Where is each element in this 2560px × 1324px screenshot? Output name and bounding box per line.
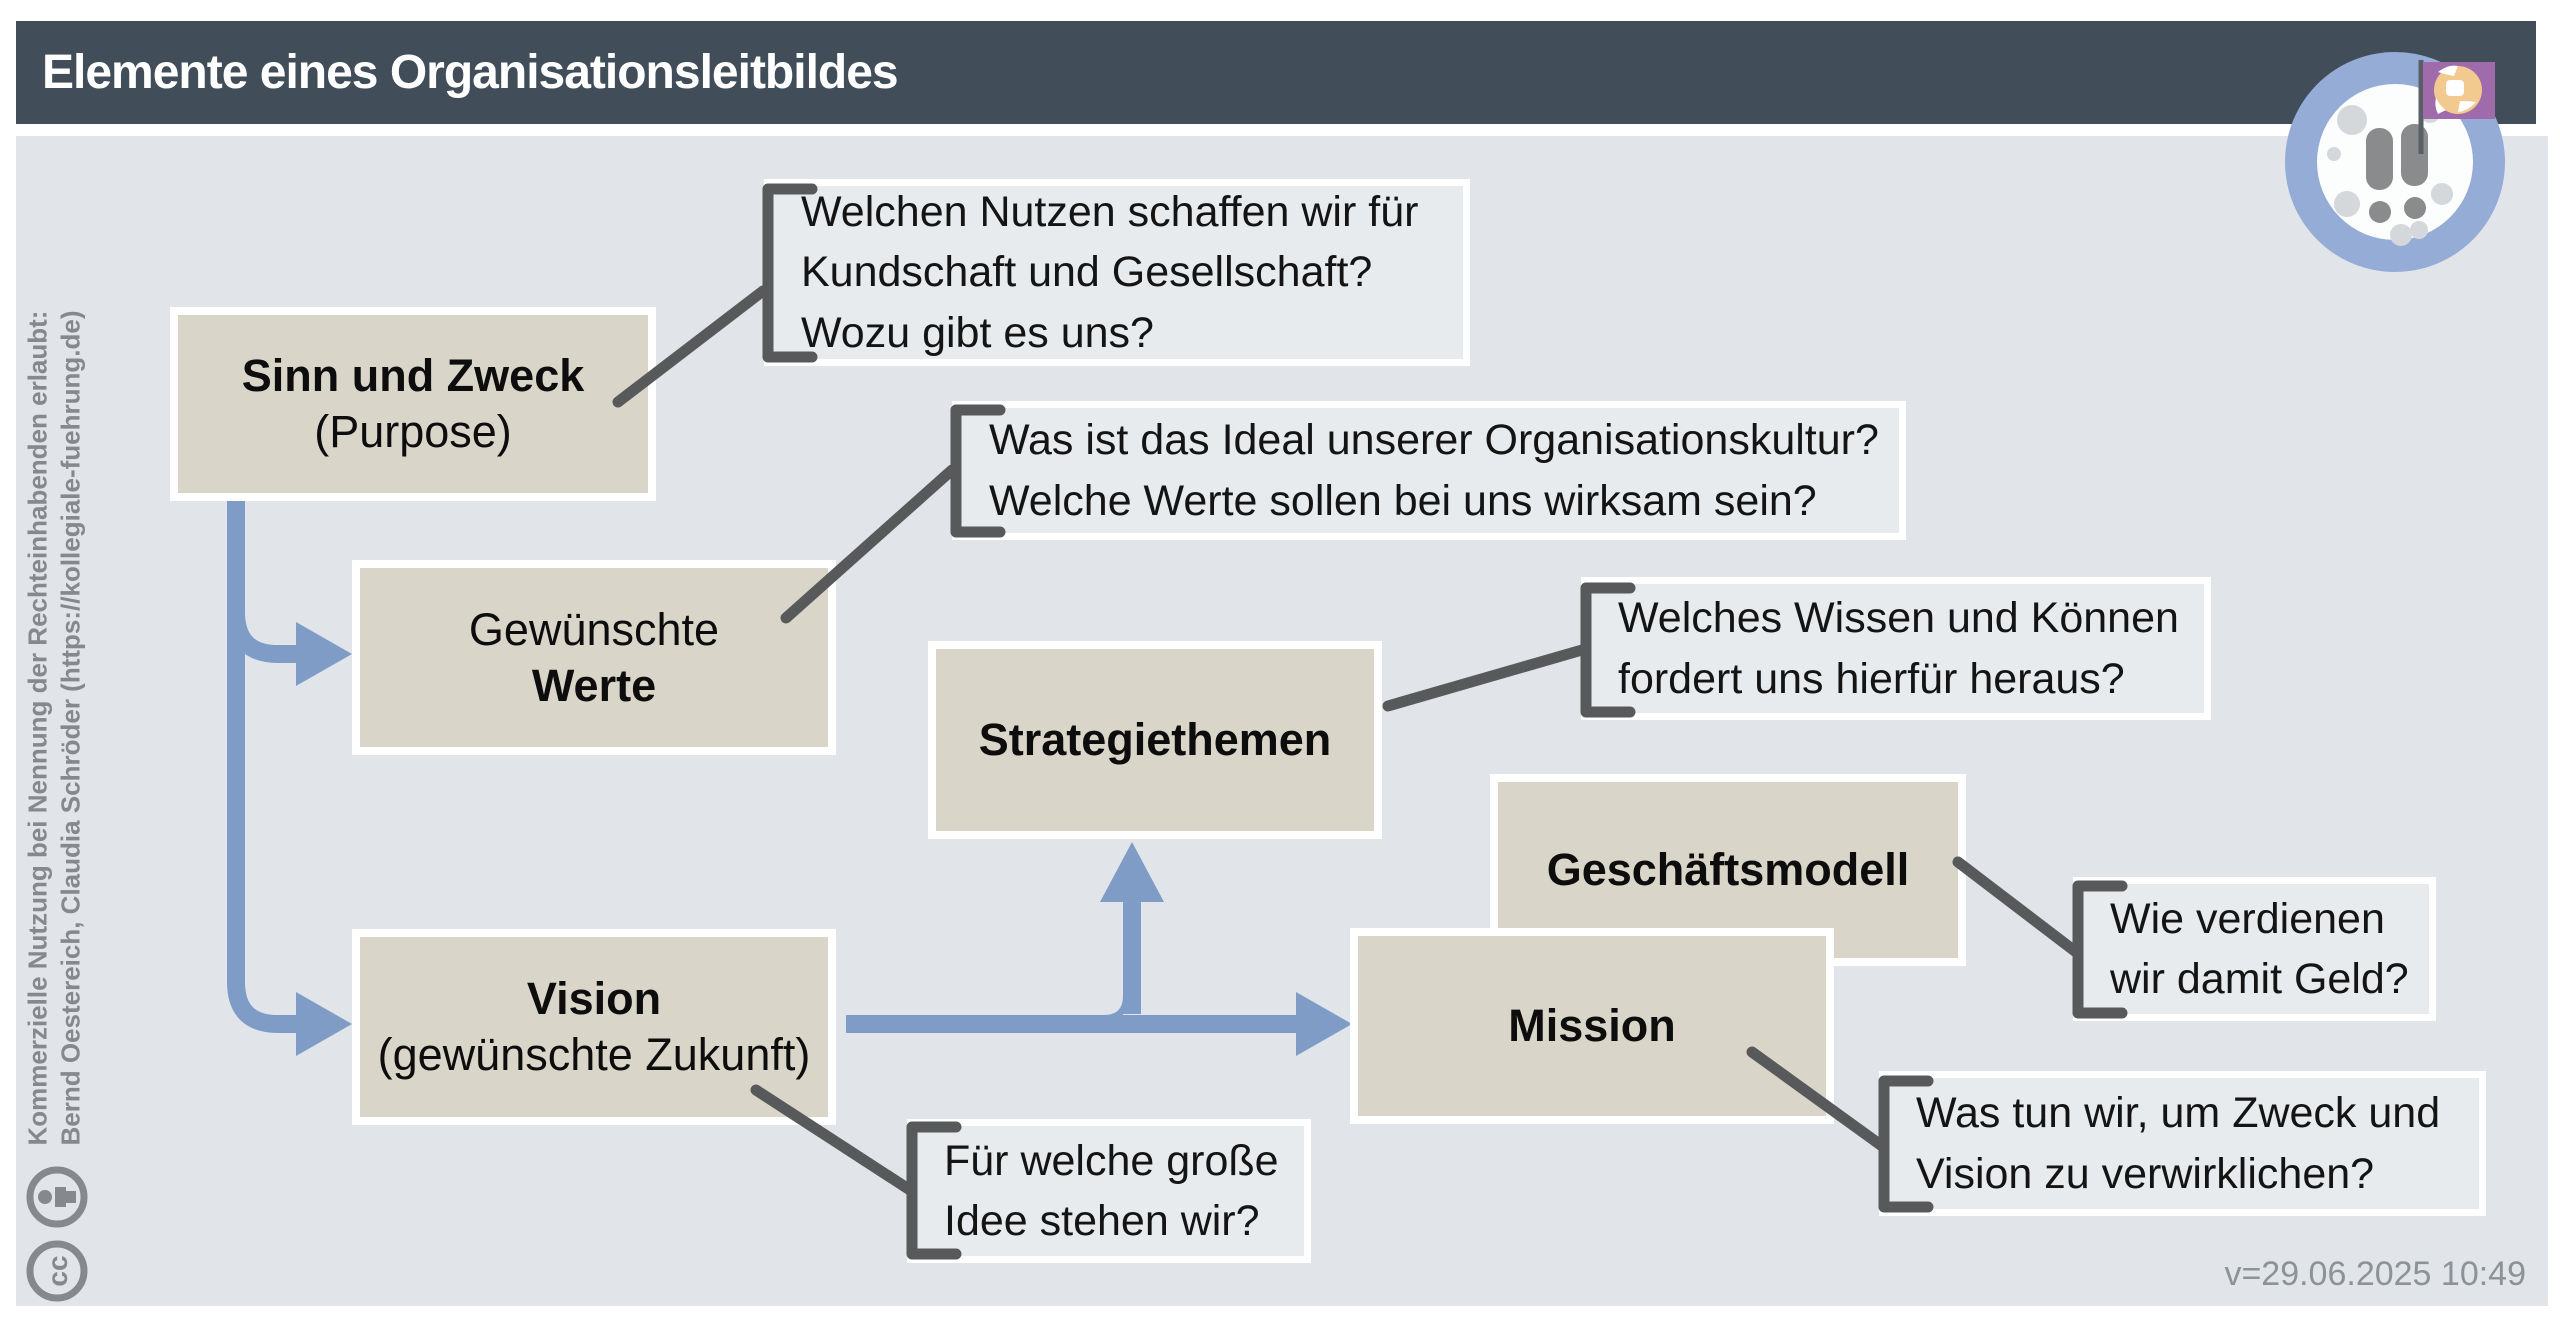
note-strategy-question: Welches Wissen und Können fordert uns hi… (1581, 577, 2211, 720)
license-line1: Kommerzielle Nutzung bei Nennung der Rec… (22, 310, 53, 1146)
note-values-question: Was ist das Ideal unserer Organisationsk… (952, 401, 1906, 540)
note-purpose-line1: Welchen Nutzen schaffen wir für (801, 188, 1419, 237)
header-bar: Elemente eines Organisationsleitbildes (16, 21, 2536, 124)
note-purpose-line2: Kundschaft und Gesellschaft? (801, 248, 1373, 297)
note-strategy-line1: Welches Wissen und Können (1618, 594, 2179, 643)
box-business-model-title: Geschäftsmodell (1546, 844, 1910, 896)
note-purpose-question: Welchen Nutzen schaffen wir für Kundscha… (764, 179, 1470, 366)
note-vision-line2: Idee stehen wir? (944, 1197, 1260, 1245)
footprints-icon (2366, 124, 2428, 223)
note-vision-question: Für welche große Idee stehen wir? (907, 1119, 1311, 1263)
cc-glyph: cc (42, 1255, 73, 1286)
box-mission-title: Mission (1508, 1000, 1676, 1052)
note-values-line2: Welche Werte sollen bei uns wirksam sein… (989, 476, 1817, 525)
note-business-line1: Wie verdienen (2110, 894, 2385, 943)
note-vision-line1: Für welche große (944, 1136, 1279, 1185)
note-purpose-line3: Wozu gibt es uns? (801, 308, 1154, 357)
box-values-title: Gewünschte (468, 603, 720, 655)
box-vision-title: Vision (526, 973, 662, 1025)
note-strategy-line2: fordert uns hierfür heraus? (1618, 654, 2125, 703)
note-business-line2: wir damit Geld? (2110, 955, 2409, 1003)
creative-commons-icon: cc (26, 1240, 88, 1302)
box-purpose-title: Sinn und Zweck (241, 350, 585, 402)
license-line2: Bernd Oestereich, Claudia Schröder (http… (55, 310, 85, 1146)
note-business-question: Wie verdienen wir damit Geld? (2073, 877, 2436, 1021)
note-mission-question: Was tun wir, um Zweck und Vision zu verw… (1879, 1071, 2486, 1216)
box-vision-subtitle: (gewünschte Zukunft) (377, 1029, 811, 1080)
moon-footprints-logo (2285, 52, 2505, 272)
attribution-by-icon (26, 1166, 88, 1228)
box-vision: Vision (gewünschte Zukunft) (352, 929, 836, 1125)
box-strategy-title: Strategiethemen (978, 714, 1332, 766)
flag-icon (2418, 60, 2495, 154)
box-mission: Mission (1350, 928, 1834, 1124)
box-strategy: Strategiethemen (928, 641, 1382, 839)
note-values-line1: Was ist das Ideal unserer Organisationsk… (989, 416, 1879, 465)
note-mission-line1: Was tun wir, um Zweck und (1916, 1089, 2441, 1138)
box-purpose-subtitle: (Purpose) (314, 406, 512, 457)
box-values-subtitle: Werte (531, 659, 657, 711)
note-mission-line2: Vision zu verwirklichen? (1916, 1149, 2375, 1198)
version-stamp: v=29.06.2025 10:49 (2224, 1255, 2526, 1293)
page-title: Elemente eines Organisationsleitbildes (42, 46, 899, 99)
license-text: Kommerzielle Nutzung bei Nennung der Rec… (22, 310, 87, 1145)
box-values: Gewünschte Werte (352, 560, 836, 755)
box-purpose: Sinn und Zweck (Purpose) (170, 307, 656, 501)
